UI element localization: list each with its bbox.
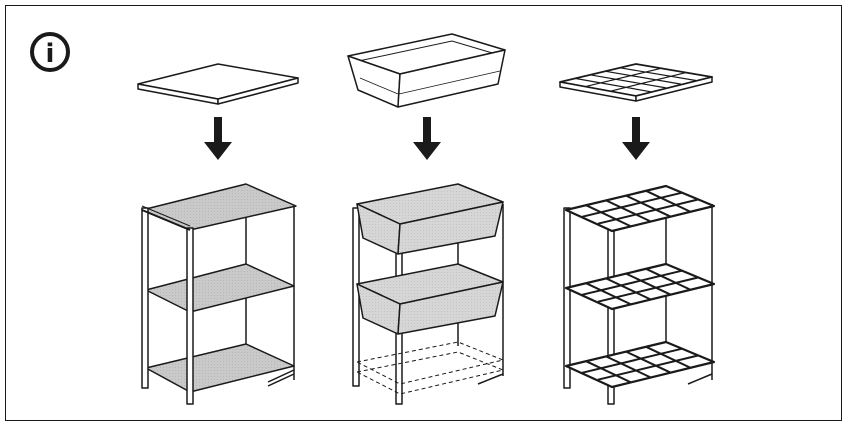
component-solid-shelf-panel [137,63,299,105]
arrow-down-icon [204,117,232,160]
unit-with-solid-shelves [141,183,297,405]
component-wire-grid-shelf [559,63,713,102]
arrow-down-icon [622,117,650,160]
unit-with-wire-grid-shelves [563,184,716,405]
component-wire-basket-drawer [347,33,506,108]
unit-with-basket-drawers [352,183,504,405]
info-icon: i [30,32,70,72]
info-icon-glyph: i [46,39,55,69]
arrow-down-icon [413,117,441,160]
